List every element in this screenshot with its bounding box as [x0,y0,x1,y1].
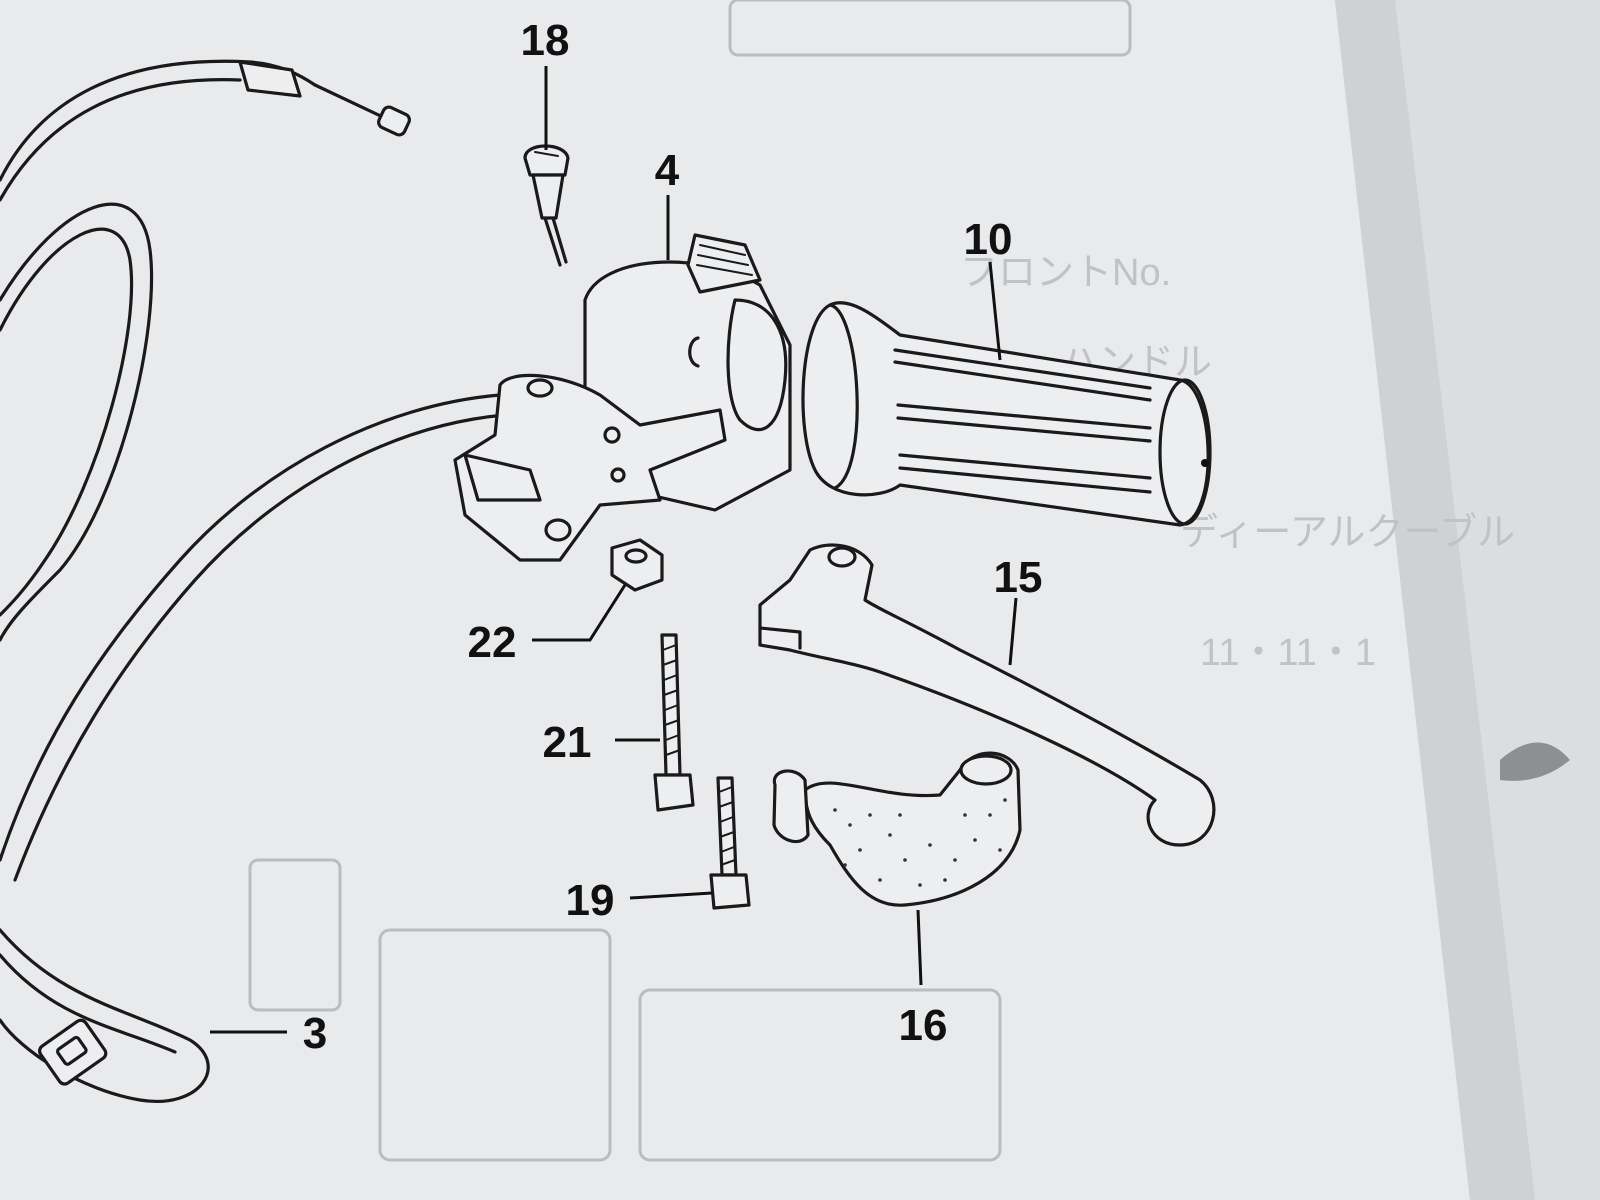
ghost-text-4: 11・11・1 [1200,632,1376,674]
bolt-21-head [653,773,695,812]
bracket-pivot [544,518,572,542]
leader-lines [210,66,1018,1034]
ghost-box-top [728,0,1132,57]
page-edge-shadow [1335,0,1535,1200]
bleed-through: フロントNo. ハンドル ディーアルクーブル 11・11・1 [248,0,1515,1162]
screw-18 [523,144,570,267]
cable-band-clip [38,1018,108,1086]
next-page [1395,0,1600,1200]
bolt-19 [709,776,751,910]
grip-dot [1201,459,1209,467]
ghost-box-bottom-1 [378,928,612,1162]
ghost-text-1: フロントNo. [960,252,1171,294]
band-clip-body [38,1018,108,1086]
upper-cable-inner [0,78,242,202]
leader-22 [532,584,627,642]
screw-18-slot [534,151,559,157]
housing-button [686,233,762,294]
bracket-body [453,373,727,562]
grip-groove-1 [893,348,1152,402]
bracket-edge [463,453,542,502]
loop-cable-outer [0,202,154,642]
cable-ferrule [238,60,302,98]
manual-page [0,0,1470,1200]
cable-end-fitting [377,105,411,137]
bolt-21 [653,633,695,812]
boot-knob [959,754,1013,786]
boot-16 [772,751,1022,907]
lever-bracket [453,373,727,562]
boot-body [803,751,1022,907]
lever-pivot-hole [827,546,857,568]
ghost-text-3: ディーアルクーブル [1180,512,1515,554]
bolt-19-thread [718,786,736,866]
housing-button-ribs [696,244,753,276]
grip-10 [801,301,1212,527]
nut-body [610,538,664,592]
callout-labels: 18 4 10 15 22 21 19 16 3 [303,16,1043,1058]
ghost-box-left [248,858,342,1012]
main-cable-inner [13,413,507,882]
callout-4: 4 [655,146,680,195]
lever-body [758,543,1216,847]
callout-10: 10 [964,215,1013,264]
harness-loop-inner [0,953,177,1054]
bracket-hole-1 [526,378,554,398]
housing-bore [726,298,788,432]
boot-collar [772,769,810,844]
leader-19 [629,891,713,900]
bolt-19-head [709,873,751,910]
lever-15 [758,543,1216,847]
callout-16: 16 [899,1001,948,1050]
grip-groove-3 [898,453,1152,494]
callout-18: 18 [521,16,570,65]
screw-18-shank [531,173,565,220]
grip-end [1158,378,1212,526]
nut-bore [624,548,648,564]
loop-cable-inner [0,227,134,617]
main-cable-outer [0,393,502,862]
screw-18-head [523,144,570,177]
grip-groove-2 [896,403,1152,443]
screw-18-thread [543,216,568,267]
callout-19: 19 [566,876,615,925]
grip-flange [828,303,859,490]
ghost-box-bottom-2 [638,988,1002,1162]
bracket-hole-3 [610,467,626,483]
nut-22 [610,538,664,592]
bracket-hole-2 [603,426,621,444]
band-clip-slot [56,1035,88,1066]
lever-tab [758,626,802,650]
boot-stipple [833,798,1007,887]
leader-16 [916,909,923,986]
bolt-21-thread [662,644,681,756]
binder-clip-shadow [1500,742,1570,781]
leader-10 [988,261,1002,361]
leader-15 [1008,597,1018,666]
housing-hole [688,336,700,368]
callout-22: 22 [468,618,517,667]
cables [0,59,507,1103]
callout-3: 3 [303,1009,327,1058]
cable-end-wire [313,83,387,120]
callout-15: 15 [994,553,1043,602]
callout-21: 21 [543,718,592,767]
